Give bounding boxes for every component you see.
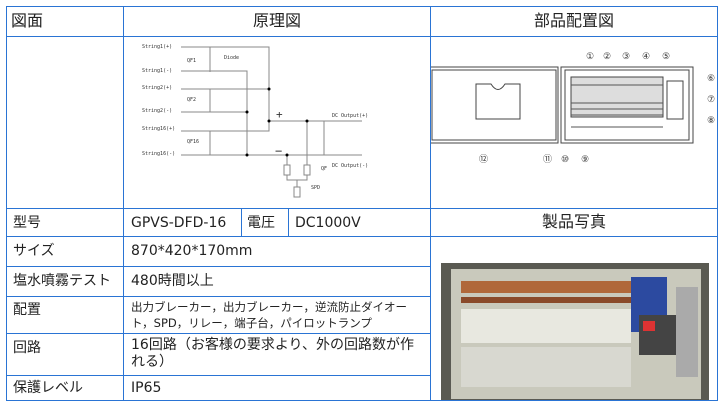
qf-label: QF2 <box>187 97 196 103</box>
config-value: 出力ブレーカー，出力ブレーカー，逆流防止ダイオート，SPD，リレー，端子台，パイ… <box>131 300 407 330</box>
salt-value-cell: 480時間以上 <box>123 266 431 297</box>
diode-label: Diode <box>224 55 239 61</box>
voltage-label-cell: 電圧 <box>241 208 289 237</box>
circuit-value-cell: 16回路（お客様の要求より、外の回路数が作れる） <box>123 333 431 376</box>
empty-cell <box>6 36 124 209</box>
circuit-value: 16回路（お客様の要求より、外の回路数が作れる） <box>131 337 414 370</box>
header-schematic: 原理図 <box>252 11 301 30</box>
header-layout-cell: 部品配置図 <box>430 6 718 37</box>
config-value-cell: 出力ブレーカー，出力ブレーカー，逆流防止ダイオート，SPD，リレー，端子台，パイ… <box>123 296 431 334</box>
model-label: 型号 <box>13 215 41 231</box>
voltage-value-cell: DC1000V <box>288 208 431 237</box>
schematic-label: String16(-) <box>142 151 175 157</box>
dc-output-negative: DC Output(-) <box>332 163 368 169</box>
size-label: サイズ <box>13 243 55 259</box>
protection-label-cell: 保護レベル <box>6 375 124 401</box>
callout: ⑧ <box>707 116 715 126</box>
callout: ⑩ <box>561 155 569 165</box>
schematic-label: String2(-) <box>142 108 172 114</box>
callout: ⑦ <box>707 95 715 105</box>
size-value: 870*420*170mm <box>131 243 253 259</box>
header-layout: 部品配置図 <box>533 11 614 30</box>
salt-value: 480時間以上 <box>131 273 214 289</box>
callout: ⑨ <box>581 155 589 165</box>
dc-output-positive: DC Output(+) <box>332 113 368 119</box>
config-label: 配置 <box>13 302 41 318</box>
photo-title-cell: 製品写真 <box>430 208 718 237</box>
voltage-value: DC1000V <box>295 215 361 231</box>
circuit-label: 回路 <box>13 340 41 356</box>
size-label-cell: サイズ <box>6 236 124 267</box>
salt-label-cell: 塩水噴霧テスト <box>6 266 124 297</box>
model-value: GPVS-DFD-16 <box>131 215 227 231</box>
model-value-cell: GPVS-DFD-16 <box>123 208 242 237</box>
size-value-cell: 870*420*170mm <box>123 236 431 267</box>
circuit-label-cell: 回路 <box>6 333 124 376</box>
plus-sign: + <box>276 108 283 121</box>
qf-label: QF16 <box>187 139 199 145</box>
photo-title: 製品写真 <box>541 212 606 231</box>
callout: ③ <box>622 52 630 62</box>
schematic-label: String16(+) <box>142 126 175 132</box>
schematic-label: String2(+) <box>142 85 172 91</box>
salt-label: 塩水噴霧テスト <box>13 273 111 289</box>
callout: ⑥ <box>707 74 715 84</box>
callout: ④ <box>642 52 650 62</box>
product-photo <box>441 263 709 400</box>
callout: ⑤ <box>662 52 670 62</box>
header-drawing-cell: 図面 <box>6 6 124 37</box>
model-label-cell: 型号 <box>6 208 124 237</box>
schematic-cell: String1(+) String1(-) String2(+) String2… <box>123 36 431 209</box>
config-label-cell: 配置 <box>6 296 124 334</box>
header-drawing: 図面 <box>11 11 44 30</box>
layout-cell: ① ② ③ ④ ⑤ ⑥ ⑦ ⑧ ⑨ ⑩ ⑪ ⑫ <box>430 36 718 209</box>
qf-output-label: QF <box>321 166 327 172</box>
minus-sign: − <box>275 144 282 158</box>
photo-cell <box>430 236 718 401</box>
qf-label: QF1 <box>187 58 196 64</box>
header-schematic-cell: 原理図 <box>123 6 431 37</box>
layout-diagram: ① ② ③ ④ ⑤ ⑥ ⑦ ⑧ ⑨ ⑩ ⑪ ⑫ <box>431 52 715 165</box>
protection-label: 保護レベル <box>13 380 83 396</box>
schematic-label: String1(-) <box>142 68 172 74</box>
callout: ① <box>586 52 594 62</box>
schematic-diagram: String1(+) String1(-) String2(+) String2… <box>142 44 368 198</box>
protection-value: IP65 <box>131 380 162 396</box>
spd-label: SPD <box>311 185 320 191</box>
callout: ⑪ <box>543 154 552 165</box>
voltage-label: 電圧 <box>247 215 275 231</box>
callout: ② <box>603 52 611 62</box>
callout: ⑫ <box>479 154 488 165</box>
protection-value-cell: IP65 <box>123 375 431 401</box>
schematic-label: String1(+) <box>142 44 172 50</box>
